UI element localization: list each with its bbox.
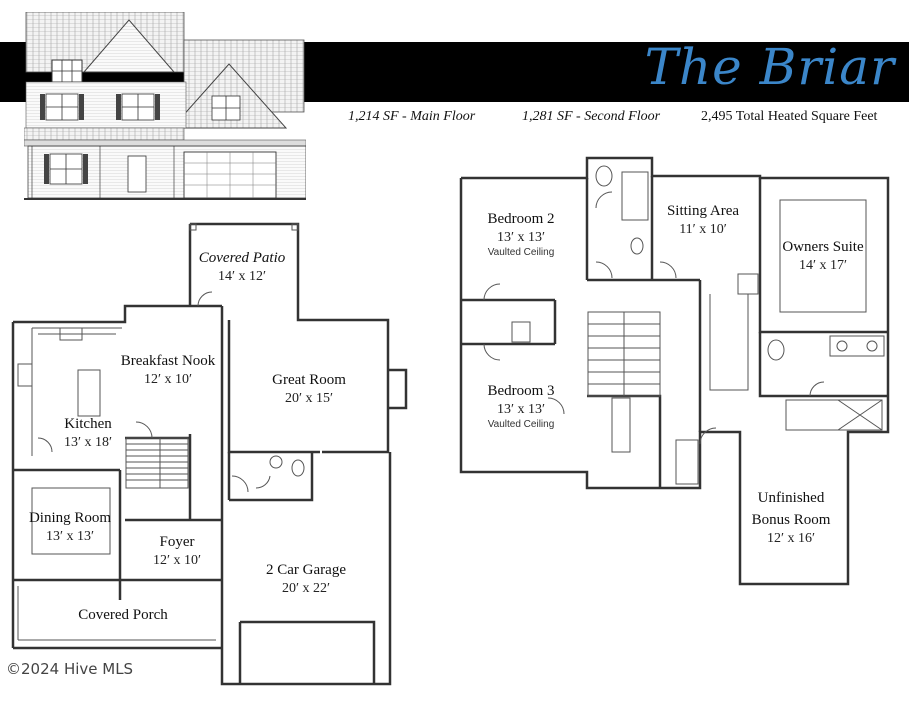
second-floor-outline [459,156,890,586]
room-name-foyer: Foyer [159,534,195,550]
room-dims-garage: 20′ x 22′ [281,581,331,596]
room-dims-foyer: 12′ x 10′ [152,553,202,568]
room-dims-bed2: 13′ x 13′ [496,230,546,245]
room-dims-sitting: 11′ x 10′ [679,222,727,237]
room-dims-great: 20′ x 15′ [284,391,334,406]
room-name-patio: Covered Patio [198,250,286,266]
room-dims-dining: 13′ x 13′ [45,529,95,544]
room-note-bed2: Vaulted Ceiling [487,247,555,258]
room-note-bed3: Vaulted Ceiling [487,419,555,430]
room-name-sitting: Sitting Area [666,203,740,219]
total-sqft: 2,495 Total Heated Square Feet [701,109,878,124]
main-floor-sqft: 1,214 SF - Main Floor [348,109,476,124]
room-name-bonus-line2: Bonus Room [751,512,831,528]
room-name-dining: Dining Room [28,510,112,526]
plan-title: The Briar [644,38,895,96]
second-floor-sqft: 1,281 SF - Second Floor [522,109,661,124]
room-dims-nook: 12′ x 10′ [143,372,193,387]
room-name-owners: Owners Suite [782,239,864,255]
room-dims-kitchen: 13′ x 18′ [63,435,113,450]
main-floor-outline [190,222,390,454]
room-name-nook: Breakfast Nook [120,353,216,369]
front-elevation-drawing [24,12,306,200]
room-name-bed2: Bedroom 2 [487,211,555,227]
copyright-watermark: ©2024 Hive MLS [6,660,134,678]
room-name-great: Great Room [272,372,346,388]
room-name-kitchen: Kitchen [64,416,112,432]
room-dims-patio: 14′ x 12′ [217,269,267,284]
room-name-garage: 2 Car Garage [266,562,346,578]
room-dims-owners: 14′ x 17′ [798,258,848,273]
room-name-bed3: Bedroom 3 [487,383,555,399]
room-dims-bonus: 12′ x 16′ [766,531,816,546]
room-name-porch: Covered Porch [78,607,168,623]
room-name-bonus-line1: Unfinished [757,490,825,506]
room-dims-bed3: 13′ x 13′ [496,402,546,417]
